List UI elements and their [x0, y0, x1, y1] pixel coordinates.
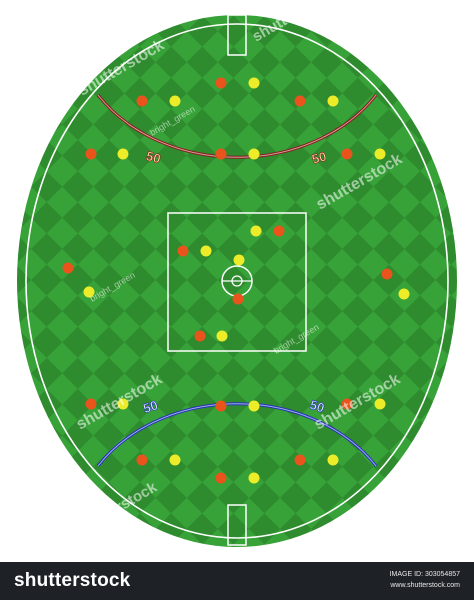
- orange-player-10: [381, 268, 393, 280]
- yellow-player-4: [117, 148, 129, 160]
- orange-player-5: [215, 148, 227, 160]
- orange-player-15: [341, 398, 353, 410]
- orange-player-14: [215, 400, 227, 412]
- yellow-player-12: [216, 330, 228, 342]
- yellow-player-17: [327, 454, 339, 466]
- yellow-player-8: [250, 225, 262, 237]
- yellow-player-14: [248, 400, 260, 412]
- yellow-player-7: [200, 245, 212, 257]
- orange-player-17: [294, 454, 306, 466]
- yellow-player-6: [374, 148, 386, 160]
- orange-player-13: [85, 398, 97, 410]
- boundary-line: [25, 23, 449, 539]
- top-arc-label-right: 50: [310, 149, 328, 167]
- player-positions: [62, 77, 410, 484]
- yellow-player-9: [83, 286, 95, 298]
- orange-player-6: [341, 148, 353, 160]
- image-id-label: IMAGE ID: 303054857: [389, 571, 460, 578]
- centre-square: [167, 212, 307, 352]
- site-url: www.shutterstock.com: [390, 582, 460, 589]
- orange-player-11: [232, 293, 244, 305]
- yellow-player-13: [117, 398, 129, 410]
- orange-player-18: [215, 472, 227, 484]
- bottom-arc-label-left: 50: [141, 397, 159, 416]
- orange-player-7: [177, 245, 189, 257]
- orange-player-12: [194, 330, 206, 342]
- orange-player-16: [136, 454, 148, 466]
- yellow-player-11: [233, 254, 245, 266]
- orange-player-3: [294, 95, 306, 107]
- orange-player-9: [62, 262, 74, 274]
- yellow-player-3: [327, 95, 339, 107]
- top-arc-label-left: 50: [144, 148, 162, 166]
- orange-player-1: [215, 77, 227, 89]
- yellow-player-18: [248, 472, 260, 484]
- top-goal-square: [227, 14, 247, 56]
- yellow-player-5: [248, 148, 260, 160]
- orange-player-4: [85, 148, 97, 160]
- footer-bar: shutterstock IMAGE ID: 303054857 www.shu…: [0, 562, 474, 600]
- yellow-player-15: [374, 398, 386, 410]
- orange-player-2: [136, 95, 148, 107]
- yellow-player-1: [248, 77, 260, 89]
- footer-meta: IMAGE ID: 303054857 www.shutterstock.com: [390, 569, 460, 591]
- yellow-player-16: [169, 454, 181, 466]
- footer-brand-logo: shutterstock: [14, 570, 131, 591]
- yellow-player-2: [169, 95, 181, 107]
- bottom-goal-square: [227, 504, 247, 546]
- yellow-player-10: [398, 288, 410, 300]
- orange-player-8: [273, 225, 285, 237]
- bottom-arc-label-right: 50: [308, 397, 326, 416]
- football-field: 50 50 50 50 shutterstock shutterstock sh…: [17, 14, 457, 547]
